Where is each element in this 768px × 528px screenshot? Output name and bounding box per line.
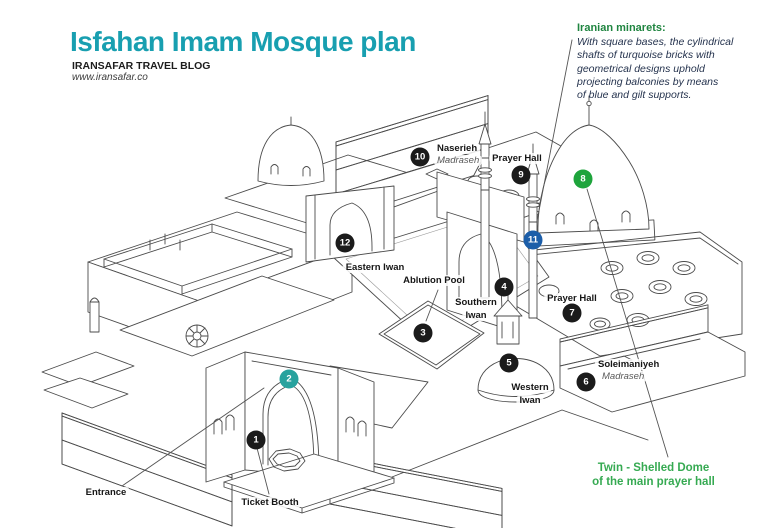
label-western: Western [508,382,552,394]
soleimaniyeh-courtyard [559,331,746,413]
label-madraseh: Madraseh [599,371,648,383]
label-southern: Southern [452,297,500,309]
dome-caption-line1: Twin - Shelled Dome [597,462,710,474]
label-soleimaniyeh: Soleimaniyeh [595,359,663,371]
label-naserieh: Naserieh [434,143,481,155]
roof-skylights [538,251,708,331]
dome-caption: Twin - Shelled Dome of the main prayer h… [571,461,736,490]
label-iwan: Iwan [516,395,544,407]
label-entrance: Entrance [82,487,130,499]
marker-5: 5 [499,353,519,373]
website-url: www.iransafar.co [72,72,148,83]
label-madraseh: Madraseh [434,155,483,167]
forecourt-fountain [268,448,306,472]
minaret-west [480,143,490,299]
label-ablution-pool: Ablution Pool [400,275,468,287]
blog-name: IRANSAFAR TRAVEL BLOG [72,60,211,72]
minarets-note-body: With square bases, the cylindrical shaft… [577,36,734,102]
marker-7: 7 [562,303,582,323]
ablution-pool-water [383,304,481,366]
label-prayer-hall: Prayer Hall [489,153,545,165]
page-title: Isfahan Imam Mosque plan [70,26,416,57]
marker-9: 9 [511,165,531,185]
marker-2: 2 [279,369,299,389]
marker-3: 3 [413,323,433,343]
marker-1: 1 [246,430,266,450]
northwest-dome [257,124,325,186]
marker-12: 12 [335,233,355,253]
label-eastern-iwan: Eastern Iwan [342,262,408,274]
minarets-note: Iranian minarets: With square bases, the… [577,22,765,103]
marker-8: 8 [573,169,593,189]
minarets-note-heading: Iranian minarets: [577,22,666,34]
marker-4: 4 [494,277,514,297]
leader-lines [121,39,669,495]
label-prayer-hall: Prayer Hall [544,293,600,305]
marker-6: 6 [576,372,596,392]
main-dome [537,124,650,234]
dome-caption-line2: of the main prayer hall [592,476,715,489]
marker-10: 10 [410,147,430,167]
label-iwan: Iwan [462,310,490,322]
marker-11: 11 [523,230,543,250]
label-ticket-booth: Ticket Booth [238,497,302,509]
